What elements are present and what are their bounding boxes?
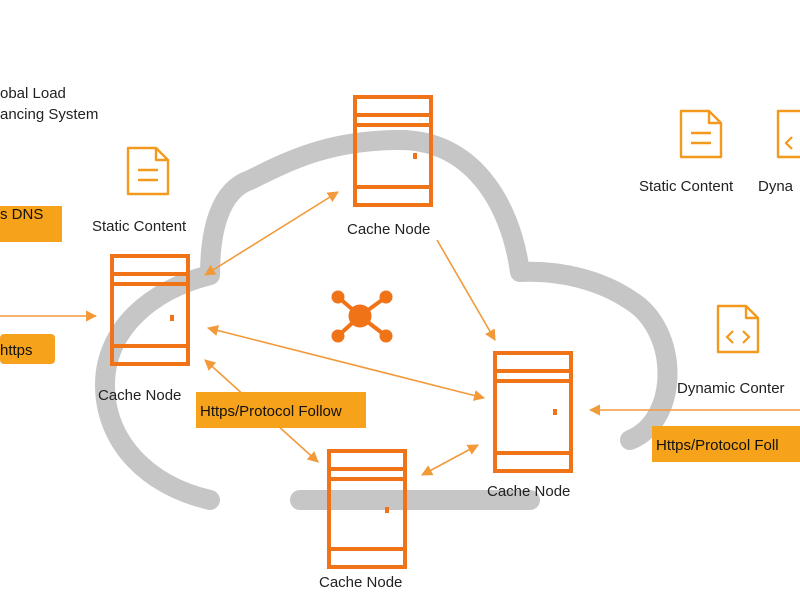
static-content-right-label: Static Content	[639, 178, 734, 195]
protocol-follow-left-label: Https/Protocol Follow	[196, 392, 366, 428]
cache-node-right: Cache Node	[487, 351, 573, 500]
svg-text:s DNS: s DNS	[0, 206, 43, 223]
arrow-left-to-right	[206, 325, 486, 401]
cache-node-left: Cache Node	[98, 254, 190, 404]
glb-title-line2: ancing System	[0, 106, 98, 123]
network-hub-icon	[331, 290, 393, 343]
protocol-follow-right-label: Https/Protocol Foll	[652, 426, 800, 462]
server-icon	[353, 95, 433, 207]
dynamic-content-top-label: Dyna	[758, 178, 794, 195]
document-lines-icon	[126, 146, 170, 196]
document-code-icon	[776, 109, 800, 159]
svg-text:https: https	[0, 342, 33, 359]
server-icon	[327, 449, 407, 569]
arrow-left-to-top	[204, 191, 339, 276]
document-code-icon	[716, 304, 760, 354]
static-content-left-label: Static Content	[92, 218, 187, 235]
https-label: https	[0, 334, 55, 364]
cache-node-right-label: Cache Node	[487, 483, 570, 500]
server-icon	[110, 254, 190, 366]
svg-text:Https/Protocol Foll: Https/Protocol Foll	[656, 437, 779, 454]
cache-node-bottom: Cache Node	[319, 449, 407, 591]
dns-label: s DNS	[0, 206, 62, 242]
arrow-right-to-bottom	[421, 444, 479, 476]
cache-node-bottom-label: Cache Node	[319, 574, 402, 591]
cache-node-top-label: Cache Node	[347, 221, 430, 238]
glb-title-line1: obal Load	[0, 85, 66, 102]
dynamic-content-label: Dynamic Conter	[677, 380, 785, 397]
arrow-top-to-right	[436, 239, 496, 341]
cloud-outline	[95, 130, 678, 510]
document-lines-icon	[679, 109, 723, 159]
server-icon	[493, 351, 573, 473]
cache-node-top: Cache Node	[347, 95, 433, 238]
svg-text:Https/Protocol Follow: Https/Protocol Follow	[200, 403, 342, 420]
cache-node-left-label: Cache Node	[98, 387, 181, 404]
